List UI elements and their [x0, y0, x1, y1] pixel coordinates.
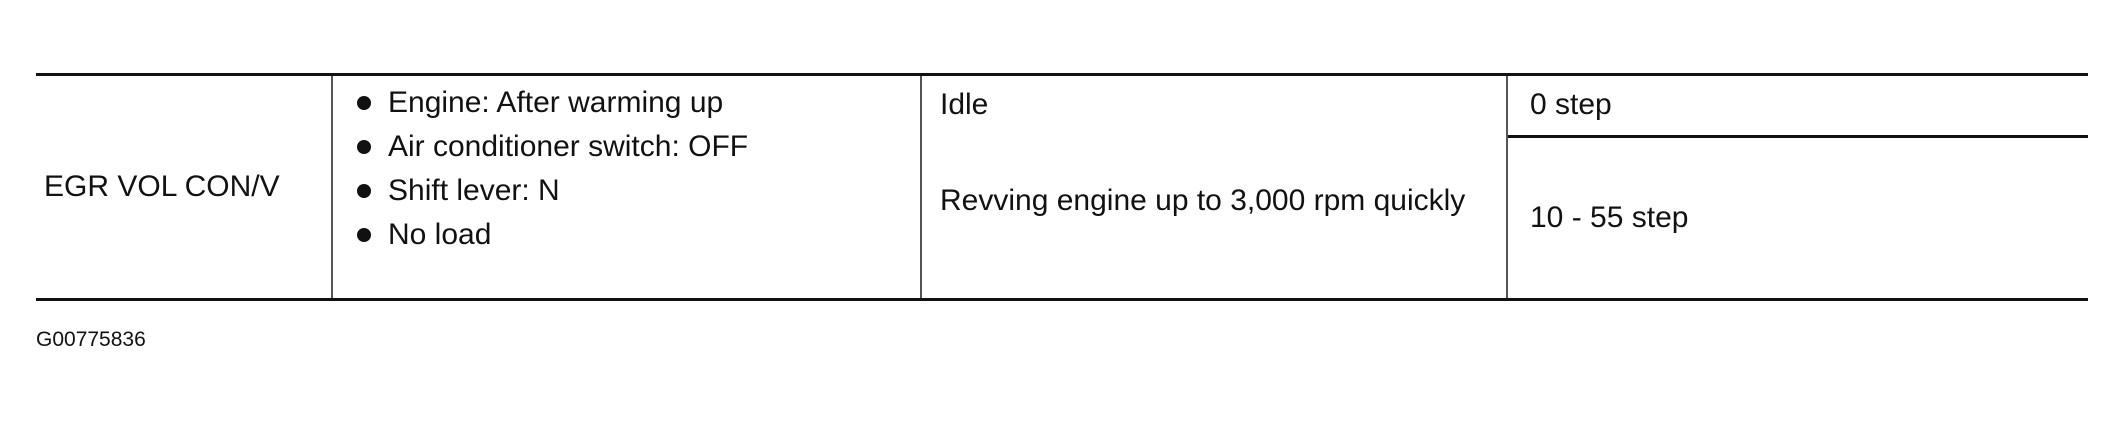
condition-list: Engine: After warming up Air conditioner… — [354, 85, 748, 261]
column-divider-1 — [331, 76, 333, 298]
condition-text: Engine: After warming up — [388, 86, 724, 119]
bullet-icon — [357, 96, 371, 110]
state-cell-revving: Revving engine up to 3,000 rpm quickly — [940, 184, 1466, 217]
bullet-icon — [357, 140, 371, 154]
table-top-rule — [36, 73, 2088, 76]
bullet-icon — [357, 184, 371, 198]
spec-table: EGR VOL CON/V Engine: After warming up A… — [36, 73, 2088, 301]
condition-text: Air conditioner switch: OFF — [388, 130, 749, 163]
table-bottom-rule — [36, 298, 2088, 301]
value-cell-idle: 0 step — [1530, 88, 1612, 121]
state-cell-idle: Idle — [940, 88, 989, 121]
item-name-cell: EGR VOL CON/V — [44, 170, 280, 203]
column-divider-2 — [920, 76, 922, 298]
row-divider-rule — [1506, 135, 2088, 138]
value-cell-revving: 10 - 55 step — [1530, 201, 1689, 234]
condition-item: Air conditioner switch: OFF — [354, 129, 748, 173]
condition-text: Shift lever: N — [388, 174, 560, 207]
figure-id: G00775836 — [36, 328, 146, 351]
condition-item: Shift lever: N — [354, 173, 748, 217]
condition-text: No load — [388, 218, 492, 251]
column-divider-3 — [1506, 76, 1508, 298]
bullet-icon — [357, 228, 371, 242]
condition-item: No load — [354, 217, 748, 261]
condition-item: Engine: After warming up — [354, 85, 748, 129]
